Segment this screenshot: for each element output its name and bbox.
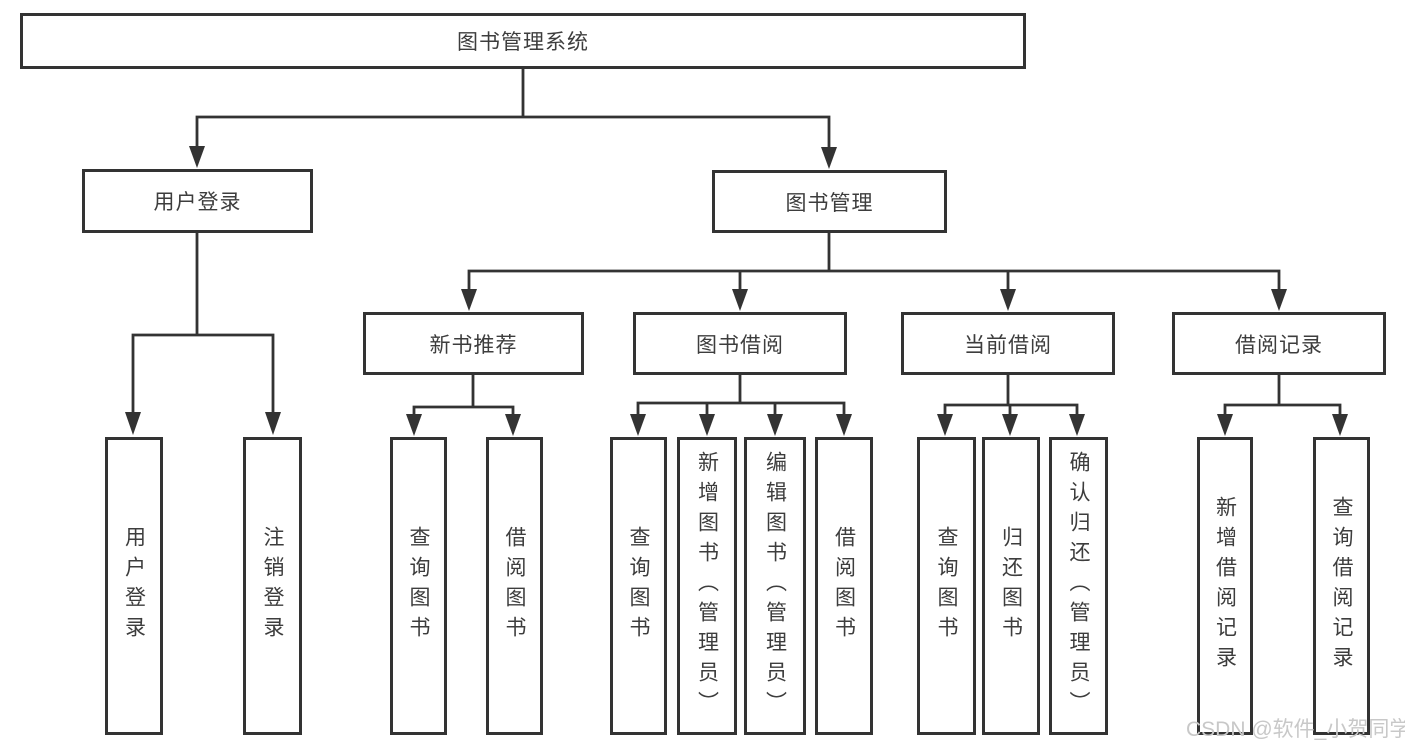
node-label: 当前借阅 — [964, 333, 1052, 357]
node-book-borrowing: 图书借阅 — [633, 312, 847, 375]
csdn-watermark: CSDN @软件_小贺同学 — [1186, 718, 1405, 741]
leaf-logout: 注销登录 — [243, 437, 302, 735]
leaf-query-books-recommend: 查询图书 — [390, 437, 447, 735]
leaf-label: 查询图书 — [407, 526, 430, 646]
leaf-label: 查询图书 — [627, 526, 650, 646]
leaf-query-borrow-record: 查询借阅记录 — [1313, 437, 1370, 735]
leaf-label: 查询图书 — [935, 526, 958, 646]
node-library-system-root: 图书管理系统 — [20, 13, 1026, 69]
node-label: 图书管理系统 — [457, 31, 589, 54]
leaf-label: 编辑图书（管理员） — [763, 451, 787, 721]
leaf-label: 查询借阅记录 — [1330, 496, 1353, 676]
node-borrowing-records: 借阅记录 — [1172, 312, 1386, 375]
leaf-label: 确认归还（管理员） — [1067, 451, 1090, 721]
leaf-borrow-books: 借阅图书 — [815, 437, 873, 735]
leaf-add-borrow-record: 新增借阅记录 — [1197, 437, 1253, 735]
leaf-label: 借阅图书 — [503, 526, 526, 646]
leaf-label: 新增借阅记录 — [1213, 496, 1237, 676]
node-current-borrowing: 当前借阅 — [901, 312, 1115, 375]
node-book-management-branch: 图书管理 — [712, 170, 947, 233]
leaf-label: 归还图书 — [999, 526, 1023, 646]
node-label: 图书借阅 — [696, 333, 784, 357]
arrowheads — [125, 146, 1348, 436]
node-label: 借阅记录 — [1235, 333, 1323, 357]
leaf-label: 借阅图书 — [832, 526, 856, 646]
leaf-confirm-return-admin: 确认归还（管理员） — [1049, 437, 1108, 735]
node-label: 用户登录 — [153, 191, 242, 214]
leaf-query-books-current: 查询图书 — [917, 437, 976, 735]
node-label: 新书推荐 — [429, 333, 518, 357]
leaf-return-books: 归还图书 — [982, 437, 1040, 735]
leaf-label: 用户登录 — [122, 526, 146, 646]
leaf-query-books-borrowing: 查询图书 — [610, 437, 667, 735]
leaf-edit-books-admin: 编辑图书（管理员） — [744, 437, 806, 735]
node-new-book-recommend: 新书推荐 — [363, 312, 584, 375]
leaf-add-books-admin: 新增图书（管理员） — [677, 437, 737, 735]
leaf-borrow-books-recommend: 借阅图书 — [486, 437, 543, 735]
leaf-label: 新增图书（管理员） — [695, 451, 719, 721]
node-user-login-branch: 用户登录 — [82, 169, 313, 233]
leaf-label: 注销登录 — [261, 526, 284, 646]
leaf-user-login: 用户登录 — [105, 437, 163, 735]
node-label: 图书管理 — [785, 191, 874, 215]
